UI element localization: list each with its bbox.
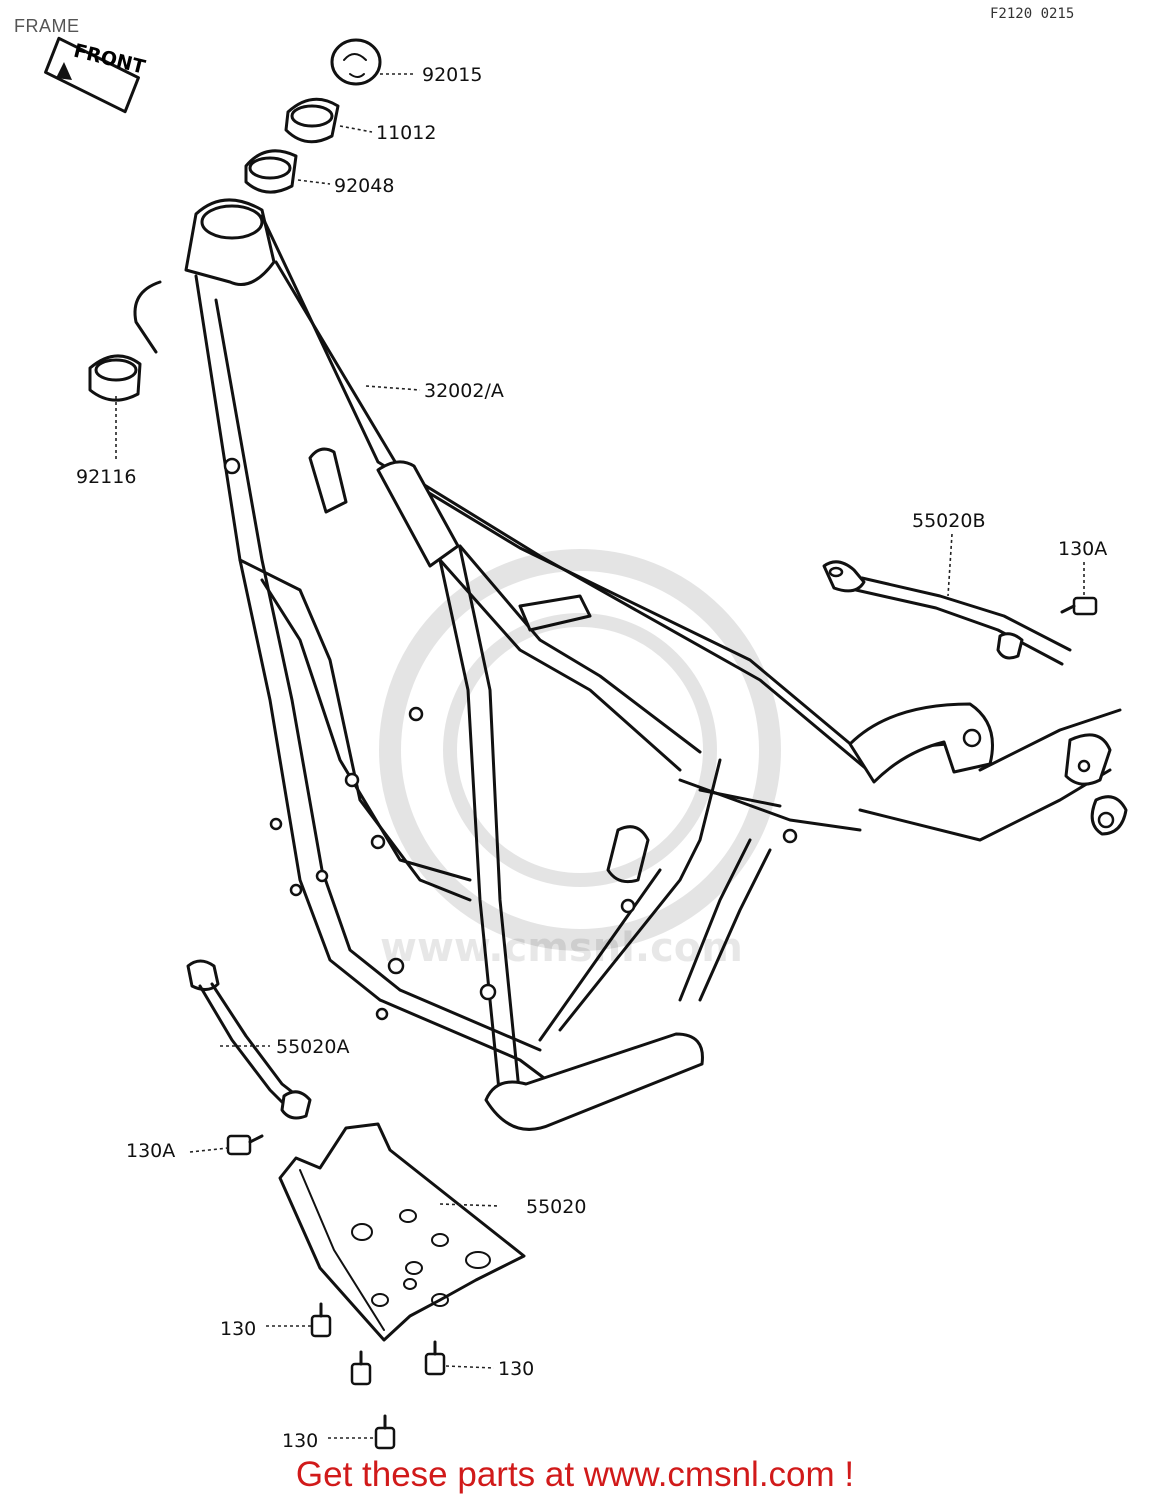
bolt-130-bottom xyxy=(374,1414,396,1450)
diagram-reference-code: F2120 0215 xyxy=(990,6,1075,22)
callout-92116: 92116 xyxy=(76,466,137,488)
bolt-130a-right xyxy=(1060,596,1098,616)
callout-55020b: 55020B xyxy=(912,510,986,532)
bearing-race xyxy=(244,149,298,194)
callout-130-right: 130 xyxy=(498,1358,535,1380)
bolt-130-middle-left xyxy=(350,1350,372,1386)
callout-32002a: 32002/A xyxy=(424,380,504,402)
callout-130a-right: 130A xyxy=(1058,538,1108,560)
callout-130-upper: 130 xyxy=(220,1318,257,1340)
bolt-130-middle-right xyxy=(424,1340,446,1376)
stay-55020b xyxy=(822,560,1072,666)
callout-130a-left: 130A xyxy=(126,1140,176,1162)
callout-92015: 92015 xyxy=(422,64,483,86)
callout-55020a: 55020A xyxy=(276,1036,350,1058)
skid-plate-55020 xyxy=(278,1122,526,1342)
callout-leader-lines xyxy=(115,73,1085,1439)
stay-55020a xyxy=(186,959,312,1120)
bolt-130a-left xyxy=(226,1134,264,1156)
watermark-text: www.cmsnl.com xyxy=(380,925,743,971)
footer-parts-link[interactable]: Get these parts at www.cmsnl.com ! xyxy=(295,1455,855,1494)
bearing-upper xyxy=(284,97,340,144)
main-frame xyxy=(133,198,1128,1131)
page-title: FRAME xyxy=(14,16,80,36)
callout-92048: 92048 xyxy=(334,175,395,197)
bolt-130-upper-left xyxy=(310,1302,332,1338)
callout-11012: 11012 xyxy=(376,122,437,144)
callout-55020: 55020 xyxy=(526,1196,587,1218)
frame-mount-points xyxy=(223,457,1115,1021)
steering-stem-cap xyxy=(330,38,382,86)
bearing-lower xyxy=(88,354,142,402)
front-direction-badge: FRONT xyxy=(44,36,147,114)
callout-130-bottom: 130 xyxy=(282,1430,319,1452)
